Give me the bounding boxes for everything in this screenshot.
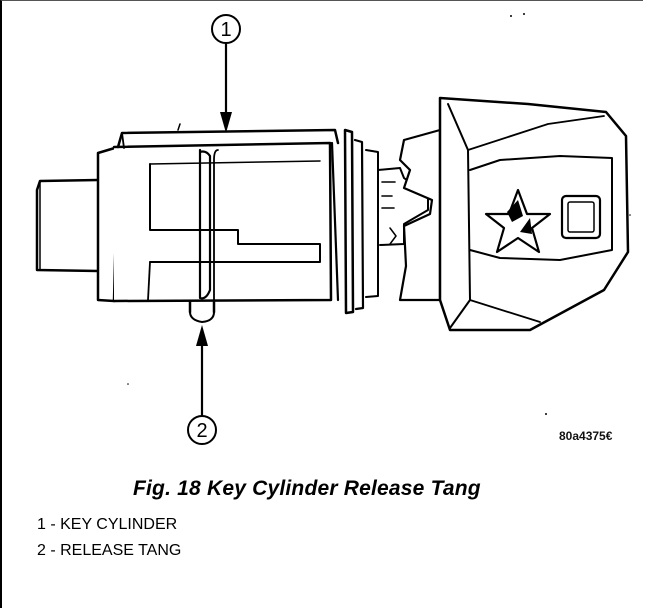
cylinder-body bbox=[96, 123, 379, 315]
release-tang bbox=[188, 300, 216, 323]
key-head-window bbox=[560, 194, 602, 240]
legend-item-key-cylinder: 1 - KEY CYLINDER bbox=[37, 516, 178, 533]
scan-specks bbox=[127, 13, 631, 415]
legend-item-release-tang: 2 - RELEASE TANG bbox=[37, 542, 182, 559]
callout-1-number: 1 bbox=[220, 19, 231, 41]
key-head bbox=[398, 96, 630, 332]
legend-list: 1 - KEY CYLINDER 2 - RELEASE TANG bbox=[37, 512, 181, 564]
callout-2-number: 2 bbox=[196, 420, 207, 442]
cylinder-rear-stub bbox=[35, 178, 100, 273]
figure-id: 80a4375€ bbox=[559, 429, 613, 443]
callout-2: 2 bbox=[187, 325, 217, 445]
callout-1: 1 bbox=[211, 14, 241, 133]
key-cylinder-diagram: 1 2 bbox=[35, 13, 631, 445]
figure-caption: Fig. 18 Key Cylinder Release Tang bbox=[133, 477, 481, 500]
pentastar-logo-icon bbox=[484, 188, 552, 254]
